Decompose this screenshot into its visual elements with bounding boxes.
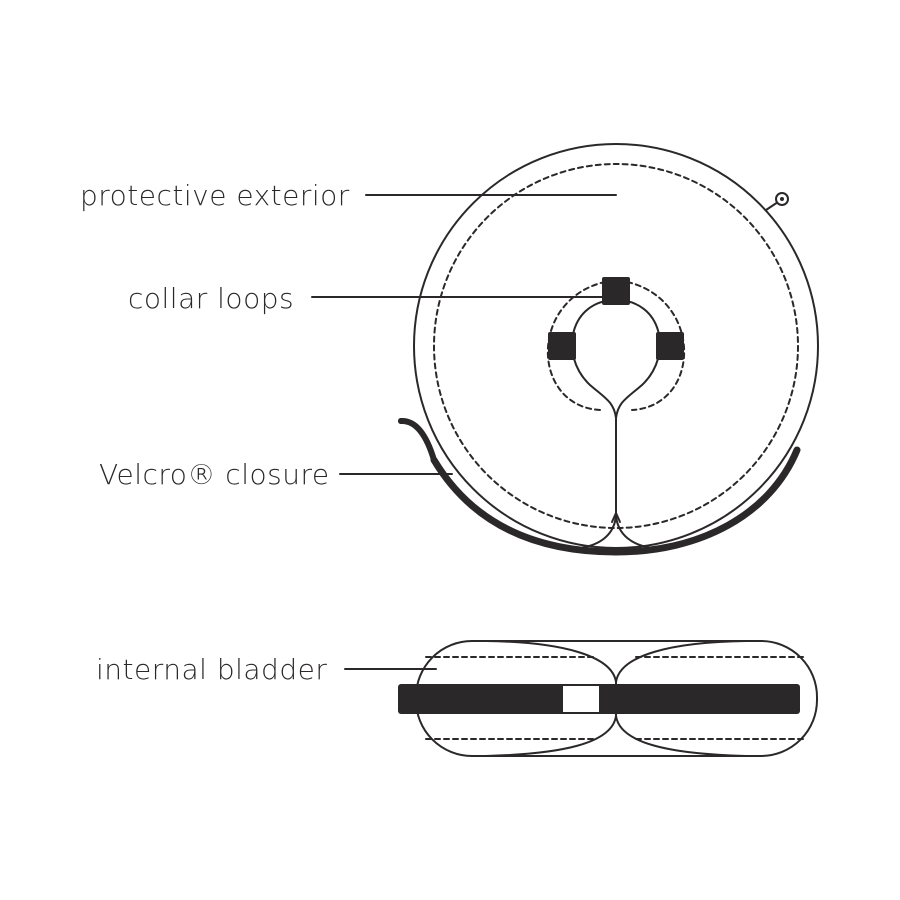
velcro-flap-end xyxy=(398,418,404,424)
velcro-flap xyxy=(398,418,437,463)
collar-loop-right xyxy=(656,332,684,360)
label-internal-bladder: internal bladder xyxy=(96,653,328,686)
label-protective-exterior: protective exterior xyxy=(80,179,350,212)
neck-opening xyxy=(571,299,661,419)
seam-split xyxy=(579,515,653,549)
outer-ring xyxy=(413,143,819,549)
label-velcro-closure: Velcro® closure xyxy=(99,458,330,491)
collar-loop-top xyxy=(602,277,630,305)
velcro-band xyxy=(430,446,801,556)
inner-dashed-ring xyxy=(433,163,799,529)
neck-dashed-loop xyxy=(546,279,686,411)
label-collar-loops: collar loops xyxy=(128,282,295,315)
band-gap xyxy=(563,686,599,712)
seam-arrow xyxy=(611,512,621,523)
collar-loop-left xyxy=(548,332,576,360)
side-view xyxy=(398,640,818,757)
clip-icon xyxy=(765,192,789,211)
